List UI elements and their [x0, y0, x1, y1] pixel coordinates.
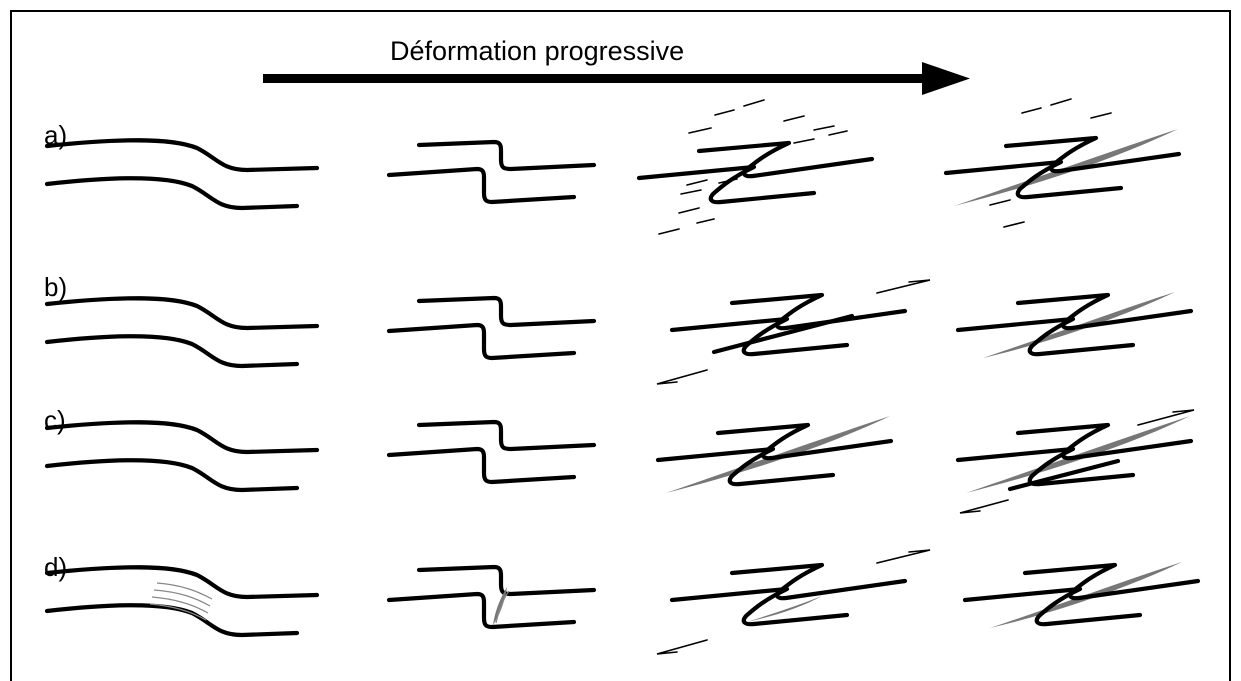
row-a-stage-2: [389, 142, 594, 202]
row-c: [47, 409, 1195, 514]
row-a-stage-4: [946, 98, 1179, 228]
row-a-stage-1: [47, 140, 317, 208]
row-a: [47, 98, 1179, 235]
row-d-stage-2: [389, 567, 594, 627]
row-d-stage-3: [656, 549, 931, 655]
row-b-stage-4: [958, 292, 1191, 358]
row-c-stage-2: [389, 422, 594, 482]
row-label-b: b): [44, 272, 68, 302]
row-label-a: a): [44, 120, 68, 150]
figure-title: Déformation progressive: [390, 36, 685, 66]
row-d-stage-1: [47, 567, 317, 635]
row-label-d: d): [44, 552, 68, 582]
row-c-stage-4: [958, 409, 1195, 514]
row-label-c: c): [44, 405, 66, 435]
row-c-stage-3: [658, 416, 891, 493]
row-c-stage-1: [47, 422, 317, 490]
row-d-stage-4: [965, 562, 1198, 628]
row-a-stage-3: [639, 99, 872, 235]
row-b-stage-1: [47, 298, 317, 366]
row-d: [47, 549, 1198, 655]
row-b: [47, 279, 1191, 385]
row-b-stage-3: [656, 279, 931, 385]
row-b-stage-2: [389, 298, 594, 358]
progression-arrow: [263, 62, 970, 95]
